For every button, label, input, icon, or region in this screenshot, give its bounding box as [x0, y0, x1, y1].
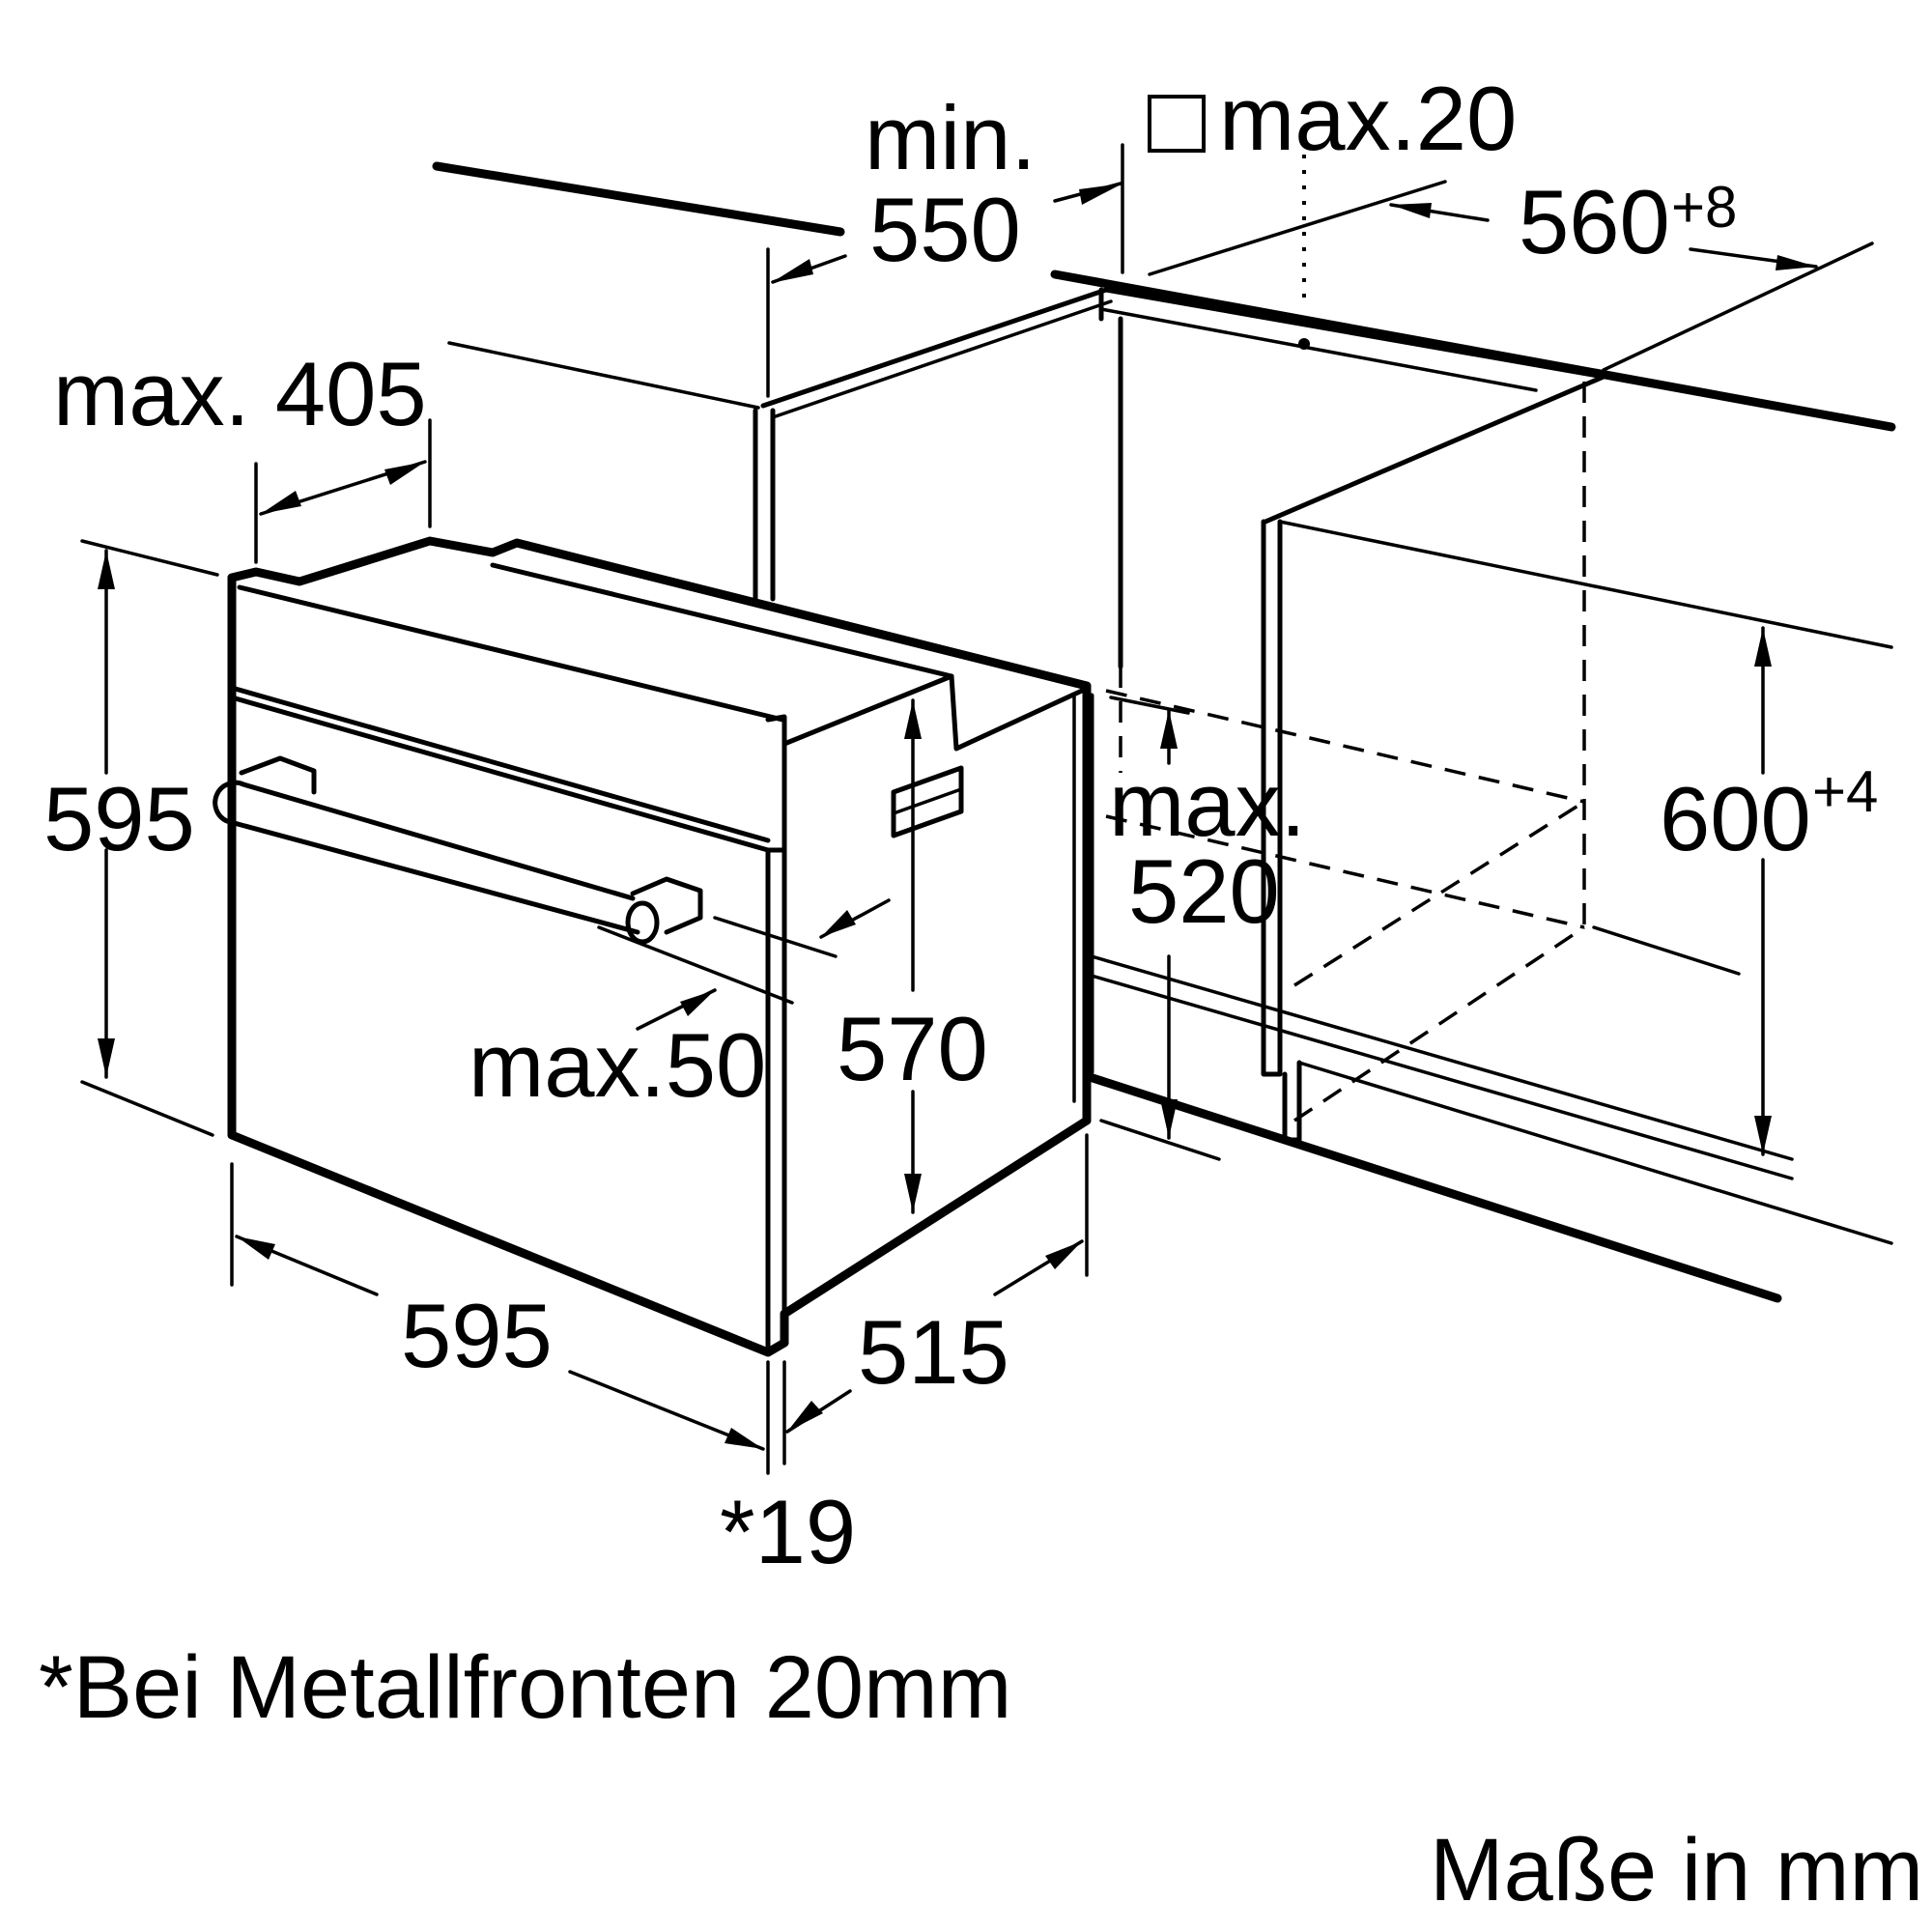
label-595-width: 595 — [401, 1285, 553, 1386]
oven-body — [213, 536, 1092, 1357]
label-min: min. — [865, 87, 1037, 188]
label-560: 560 — [1519, 171, 1670, 272]
label-600: 600 — [1660, 768, 1811, 869]
label-19: *19 — [720, 1481, 856, 1582]
label-600-tolerance: +4 — [1812, 759, 1878, 824]
label-max-405: max. 405 — [53, 343, 427, 444]
label-520: 520 — [1128, 840, 1280, 942]
label-570: 570 — [837, 998, 988, 1099]
label-515: 515 — [858, 1301, 1009, 1403]
label-max-20: max.20 — [1219, 68, 1517, 169]
square-symbol-icon — [1148, 95, 1206, 153]
footnote-metal-fronts: *Bei Metallfronten 20mm — [39, 1638, 1011, 1737]
label-550: 550 — [869, 179, 1021, 280]
label-max-50: max.50 — [469, 1014, 766, 1116]
label-max-mid: max. — [1109, 753, 1306, 855]
units-note: Maße in mm — [1430, 1821, 1923, 1919]
label-595-height: 595 — [43, 768, 195, 869]
dimension-lines — [80, 143, 1818, 1475]
label-560-tolerance: +8 — [1671, 175, 1737, 240]
